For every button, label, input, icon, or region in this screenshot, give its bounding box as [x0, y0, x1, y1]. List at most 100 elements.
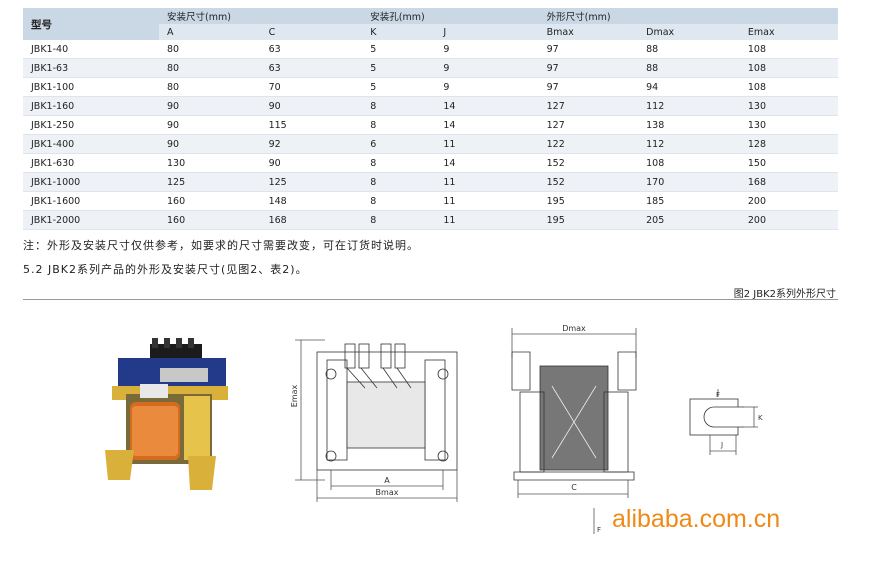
label-a: A [384, 476, 390, 485]
model-cell: JBK1-400 [23, 134, 159, 154]
label-j: J [720, 441, 723, 449]
table-group-header: 型号 安装尺寸(mm) 安装孔(mm) 外形尺寸(mm) [23, 8, 838, 40]
value-cell: 88 [638, 40, 740, 59]
value-cell: 130 [159, 153, 261, 173]
note-text: 注：外形及安装尺寸仅供参考，如要求的尺寸需要改变，可在订货时说明。 [23, 239, 419, 252]
value-cell: 11 [435, 172, 539, 192]
value-cell: 128 [739, 134, 838, 154]
value-cell: 8 [362, 96, 436, 116]
value-cell: 108 [739, 40, 838, 59]
value-cell: 200 [739, 210, 838, 230]
value-cell: 9 [435, 40, 539, 59]
front-view-drawing: Emax A Bmax [290, 339, 458, 502]
mount-hole-bl [325, 450, 337, 462]
label-k: K [758, 414, 763, 422]
value-cell: 160 [159, 210, 261, 230]
value-cell: 168 [739, 172, 838, 192]
value-cell: 8 [362, 191, 436, 211]
value-cell: 170 [638, 172, 740, 192]
watermark-text: alibaba.com.cn [612, 505, 781, 533]
value-cell: 195 [538, 191, 639, 211]
value-cell: 108 [739, 58, 838, 78]
column-header-a: A [159, 24, 261, 40]
value-cell: 90 [159, 115, 261, 135]
value-cell: 90 [260, 153, 363, 173]
side-left-bracket [511, 351, 531, 391]
label-emax: Emax [290, 384, 299, 407]
front-terminals [344, 343, 412, 389]
value-cell: 112 [638, 134, 740, 154]
value-cell: 90 [159, 96, 261, 116]
value-cell: 185 [638, 191, 740, 211]
value-cell: 125 [260, 172, 363, 192]
value-cell: 88 [638, 58, 740, 78]
value-cell: 122 [538, 134, 639, 154]
value-cell: 14 [435, 153, 539, 173]
value-cell: 130 [739, 96, 838, 116]
value-cell: 11 [435, 134, 539, 154]
model-cell: JBK1-1600 [23, 191, 159, 211]
value-cell: 9 [435, 77, 539, 97]
figure-divider [23, 299, 838, 300]
nameplate [160, 368, 208, 382]
value-cell: 152 [538, 153, 639, 173]
value-cell: 150 [739, 153, 838, 173]
value-cell: 115 [260, 115, 363, 135]
value-cell: 80 [159, 40, 261, 59]
side-right-bracket [617, 351, 637, 391]
section-text: 5.2 JBK2系列产品的外形及安装尺寸(见图2、表2)。 [23, 263, 308, 276]
mount-hole-tl [325, 368, 337, 380]
value-cell: 14 [435, 115, 539, 135]
value-cell: 80 [159, 77, 261, 97]
value-cell: 125 [159, 172, 261, 192]
column-header-emax: Emax [739, 24, 838, 40]
value-cell: 8 [362, 210, 436, 230]
model-cell: JBK1-630 [23, 153, 159, 173]
value-cell: 90 [260, 96, 363, 116]
side-view-drawing: Dmax C F [511, 324, 637, 534]
header-model: 型号 [23, 8, 159, 40]
label-f: F [716, 391, 720, 399]
value-cell: 152 [538, 172, 639, 192]
value-cell: 97 [538, 58, 639, 78]
column-header-c: C [260, 24, 363, 40]
side-coil [539, 365, 609, 471]
value-cell: 9 [435, 58, 539, 78]
mount-hole-tr [437, 368, 449, 380]
side-base [513, 471, 635, 481]
column-header-bmax: Bmax [538, 24, 639, 40]
value-cell: 11 [435, 191, 539, 211]
label-bmax: Bmax [376, 488, 399, 497]
model-cell: JBK1-160 [23, 96, 159, 116]
value-cell: 160 [159, 191, 261, 211]
value-cell: 112 [638, 96, 740, 116]
value-cell: 127 [538, 115, 639, 135]
slot-hole [703, 406, 744, 428]
header-outline-size: 外形尺寸(mm) [538, 8, 838, 24]
front-core [346, 381, 426, 449]
model-cell: JBK1-40 [23, 40, 159, 59]
value-cell: 97 [538, 77, 639, 97]
foot-left [105, 450, 134, 480]
column-header-dmax: Dmax [638, 24, 740, 40]
foot-right [188, 456, 216, 490]
value-cell: 90 [159, 134, 261, 154]
value-cell: 108 [638, 153, 740, 173]
value-cell: 11 [435, 210, 539, 230]
value-cell: 94 [638, 77, 740, 97]
lower-terminals [140, 384, 168, 398]
label-f-bottom: F [597, 526, 601, 534]
value-cell: 70 [260, 77, 363, 97]
value-cell: 14 [435, 96, 539, 116]
